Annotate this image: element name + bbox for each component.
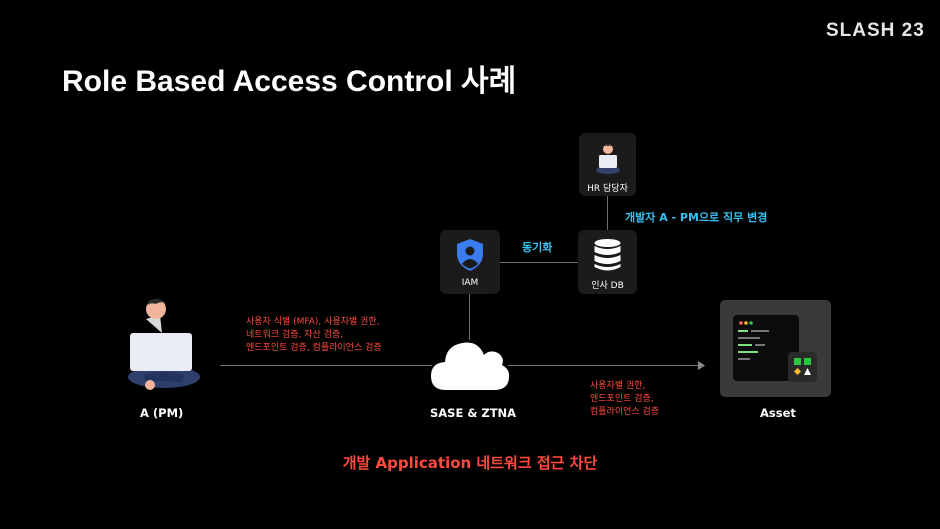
pm-person-laptop-icon [128, 298, 200, 390]
hr-db-node: 인사 DB [578, 230, 637, 294]
sync-label: 동기화 [522, 241, 553, 254]
cloud-icon [431, 342, 510, 390]
shapes-icon [794, 358, 811, 375]
sase-asset-connector [508, 365, 700, 366]
hr-label: HR 담당자 [587, 184, 628, 194]
asset-node [720, 300, 831, 397]
asset-check-line: 컴플라이언스 검증 [590, 407, 660, 417]
page-title: Role Based Access Control 사례 [62, 65, 517, 98]
hr-person-laptop-icon [596, 144, 620, 174]
asset-check-line: 엔드포인트 검증, [590, 394, 654, 404]
user-verification-notes: 사용자 식별 (MFA), 사용자별 권한, 네트워크 검증, 자산 검증, 엔… [246, 316, 382, 355]
user-check-line: 사용자 식별 (MFA), 사용자별 권한, [246, 317, 380, 327]
asset-badge [788, 352, 817, 382]
asset-label: Asset [760, 406, 796, 420]
hr-db-label: 인사 DB [591, 281, 624, 291]
hr-db-connector [607, 196, 608, 232]
asset-check-line: 사용자별 권한, [590, 381, 646, 391]
pm-label: A (PM) [140, 406, 184, 420]
code-lines-icon [738, 321, 769, 360]
arrow-head-icon [698, 361, 705, 370]
role-change-label: 개발자 A - PM으로 직무 변경 [625, 211, 768, 224]
slash23-logo: SLASH 23 [826, 20, 925, 41]
iam-sase-connector [469, 294, 470, 340]
user-sase-connector [220, 365, 432, 366]
user-check-line: 엔드포인트 검증, 컴플라이언스 검증 [246, 343, 382, 353]
iam-node: IAM [440, 230, 500, 294]
iam-label: IAM [461, 278, 479, 288]
user-check-line: 네트워크 검증, 자산 검증, [246, 330, 344, 340]
iam-db-connector [500, 262, 578, 263]
sase-ztna-label: SASE & ZTNA [430, 406, 517, 420]
access-blocked-message: 개발 Application 네트워크 접근 차단 [342, 454, 598, 472]
hr-manager-node: HR 담당자 [579, 133, 636, 196]
database-icon [594, 239, 621, 271]
asset-verification-notes: 사용자별 권한, 엔드포인트 검증, 컴플라이언스 검증 [590, 380, 659, 419]
shield-user-icon [457, 239, 483, 271]
